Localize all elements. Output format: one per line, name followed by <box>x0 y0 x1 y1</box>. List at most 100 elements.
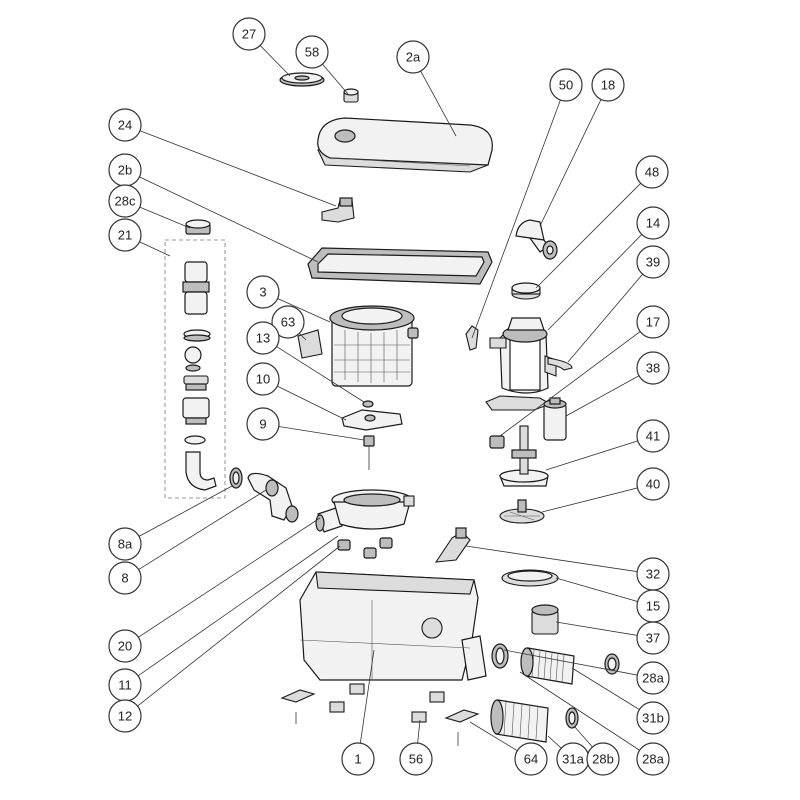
part-48-o-ring <box>511 282 541 300</box>
leader-line <box>139 241 171 257</box>
part-64-brackets <box>280 689 480 746</box>
svg-text:21: 21 <box>118 228 132 243</box>
callout-56: 56 <box>399 742 433 776</box>
callout-28c: 28c <box>108 184 142 218</box>
leader-line <box>278 426 365 441</box>
part-39-ring <box>547 357 573 371</box>
part-38-capacitor <box>543 397 567 441</box>
part-8-elbow <box>247 472 299 523</box>
svg-text:8a: 8a <box>118 537 133 552</box>
callout-37: 37 <box>636 621 670 655</box>
callout-28a-upper: 28a <box>636 661 670 695</box>
leader-line <box>555 577 638 602</box>
callout-50: 50 <box>549 68 583 102</box>
svg-text:2a: 2a <box>406 50 421 65</box>
part-15-ring <box>501 569 559 587</box>
part-41-switch <box>489 425 549 487</box>
part-1-tank <box>299 571 487 681</box>
part-21-valve-stack <box>182 261 217 491</box>
svg-text:13: 13 <box>256 331 270 346</box>
callout-20: 20 <box>108 629 142 663</box>
callout-15: 15 <box>636 589 670 623</box>
leader-line <box>499 331 641 437</box>
leader-line <box>139 130 337 207</box>
part-28c-clamp <box>185 219 211 235</box>
callout-58: 58 <box>295 35 329 69</box>
svg-text:32: 32 <box>646 567 660 582</box>
leader-line <box>138 517 321 638</box>
leader-line <box>555 621 638 636</box>
callout-2b: 2b <box>108 153 142 187</box>
leader-line <box>137 535 339 677</box>
callout-40: 40 <box>636 467 670 501</box>
leader-line <box>539 99 602 227</box>
svg-text:11: 11 <box>118 678 132 693</box>
part-pump-base <box>331 489 415 530</box>
svg-text:56: 56 <box>409 752 423 767</box>
svg-text:27: 27 <box>242 27 256 42</box>
leader-line <box>359 649 375 744</box>
callout-28a-lower: 28a <box>636 742 670 776</box>
svg-text:20: 20 <box>118 639 132 654</box>
svg-text:41: 41 <box>646 429 660 444</box>
part-2a-lid <box>317 117 493 173</box>
part-31a-hose <box>490 699 549 743</box>
part-11-feet <box>337 537 393 559</box>
svg-text:31a: 31a <box>562 752 584 767</box>
part-10-impeller <box>341 409 403 431</box>
leader-line <box>503 649 638 676</box>
leader-line <box>276 346 365 403</box>
callout-31a: 31a <box>556 742 590 776</box>
leader-line <box>138 485 233 537</box>
leader-line <box>420 70 457 137</box>
callout-27: 27 <box>232 17 266 51</box>
leader-line <box>139 176 319 263</box>
leader-line <box>541 487 638 513</box>
leader-line <box>139 206 191 229</box>
callout-39: 39 <box>636 245 670 279</box>
callout-48: 48 <box>635 155 669 189</box>
leader-line <box>565 375 640 417</box>
callout-18: 18 <box>591 68 625 102</box>
leader-line <box>277 298 331 323</box>
leader-line <box>571 667 640 710</box>
callout-8: 8 <box>108 561 142 595</box>
svg-text:48: 48 <box>645 165 659 180</box>
svg-text:12: 12 <box>118 709 132 724</box>
part-27-seal-ring <box>279 72 325 87</box>
leader-line <box>322 63 349 95</box>
leader-line <box>471 99 561 339</box>
leader-line <box>417 719 421 744</box>
svg-text:37: 37 <box>646 631 660 646</box>
part-28b-clamp <box>565 707 579 729</box>
callout-1: 1 <box>341 742 375 776</box>
callout-38: 38 <box>636 351 670 385</box>
leader-lines <box>137 45 643 752</box>
callout-13: 13 <box>246 321 280 355</box>
callouts: 27 58 2a 50 18 24 2b 28c 21 48 14 3 63 3… <box>108 17 670 776</box>
callout-24: 24 <box>108 108 142 142</box>
leader-line <box>259 45 291 77</box>
callout-28b: 28b <box>586 742 620 776</box>
callout-12: 12 <box>108 699 142 733</box>
callout-9: 9 <box>246 407 280 441</box>
part-18-elbow <box>515 219 558 260</box>
part-28a-clamp-right <box>604 653 620 675</box>
leader-line <box>545 440 638 471</box>
group-21-frame <box>164 239 226 499</box>
leader-line <box>547 735 562 749</box>
svg-text:17: 17 <box>646 315 660 330</box>
callout-63: 63 <box>271 305 305 339</box>
leader-line <box>535 183 641 289</box>
svg-text:18: 18 <box>601 78 615 93</box>
svg-text:10: 10 <box>256 372 270 387</box>
callout-21: 21 <box>108 218 142 252</box>
leader-line <box>519 671 640 751</box>
callout-2a: 2a <box>396 40 430 74</box>
callout-10: 10 <box>246 362 280 396</box>
svg-text:64: 64 <box>524 752 538 767</box>
leader-line <box>137 545 341 707</box>
part-3-motor-cage <box>329 305 419 387</box>
